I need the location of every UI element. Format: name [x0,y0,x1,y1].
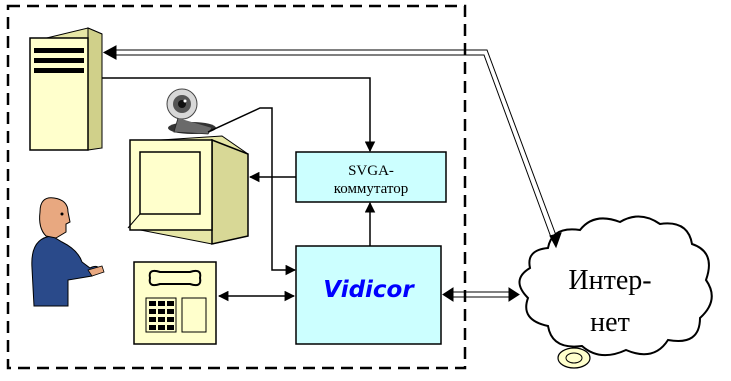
webcam-icon [166,88,216,135]
svga-switch-label-line1: SVGA- [348,163,394,179]
vidicor-box [295,245,442,345]
internet-label-line1: Интер- [568,265,652,296]
mouse-icon [557,347,591,369]
server-to-svga-connector [102,77,376,153]
vidicor-internet-link [442,287,520,302]
local-site-boundary [6,4,467,370]
svga-switch-box [295,151,447,203]
cloud-icon [518,215,713,357]
server-internet-link [102,45,562,249]
internet-label-line2: нет [590,307,630,338]
vidicor-label: Vidicor [323,277,414,303]
svga-switch-label-line2: коммутатор [333,181,409,197]
server-icon [29,27,103,151]
person-icon [31,197,105,307]
webcam-to-vidicor-connector [207,107,297,276]
monitor-icon [127,135,249,245]
videophone-icon [133,261,217,345]
